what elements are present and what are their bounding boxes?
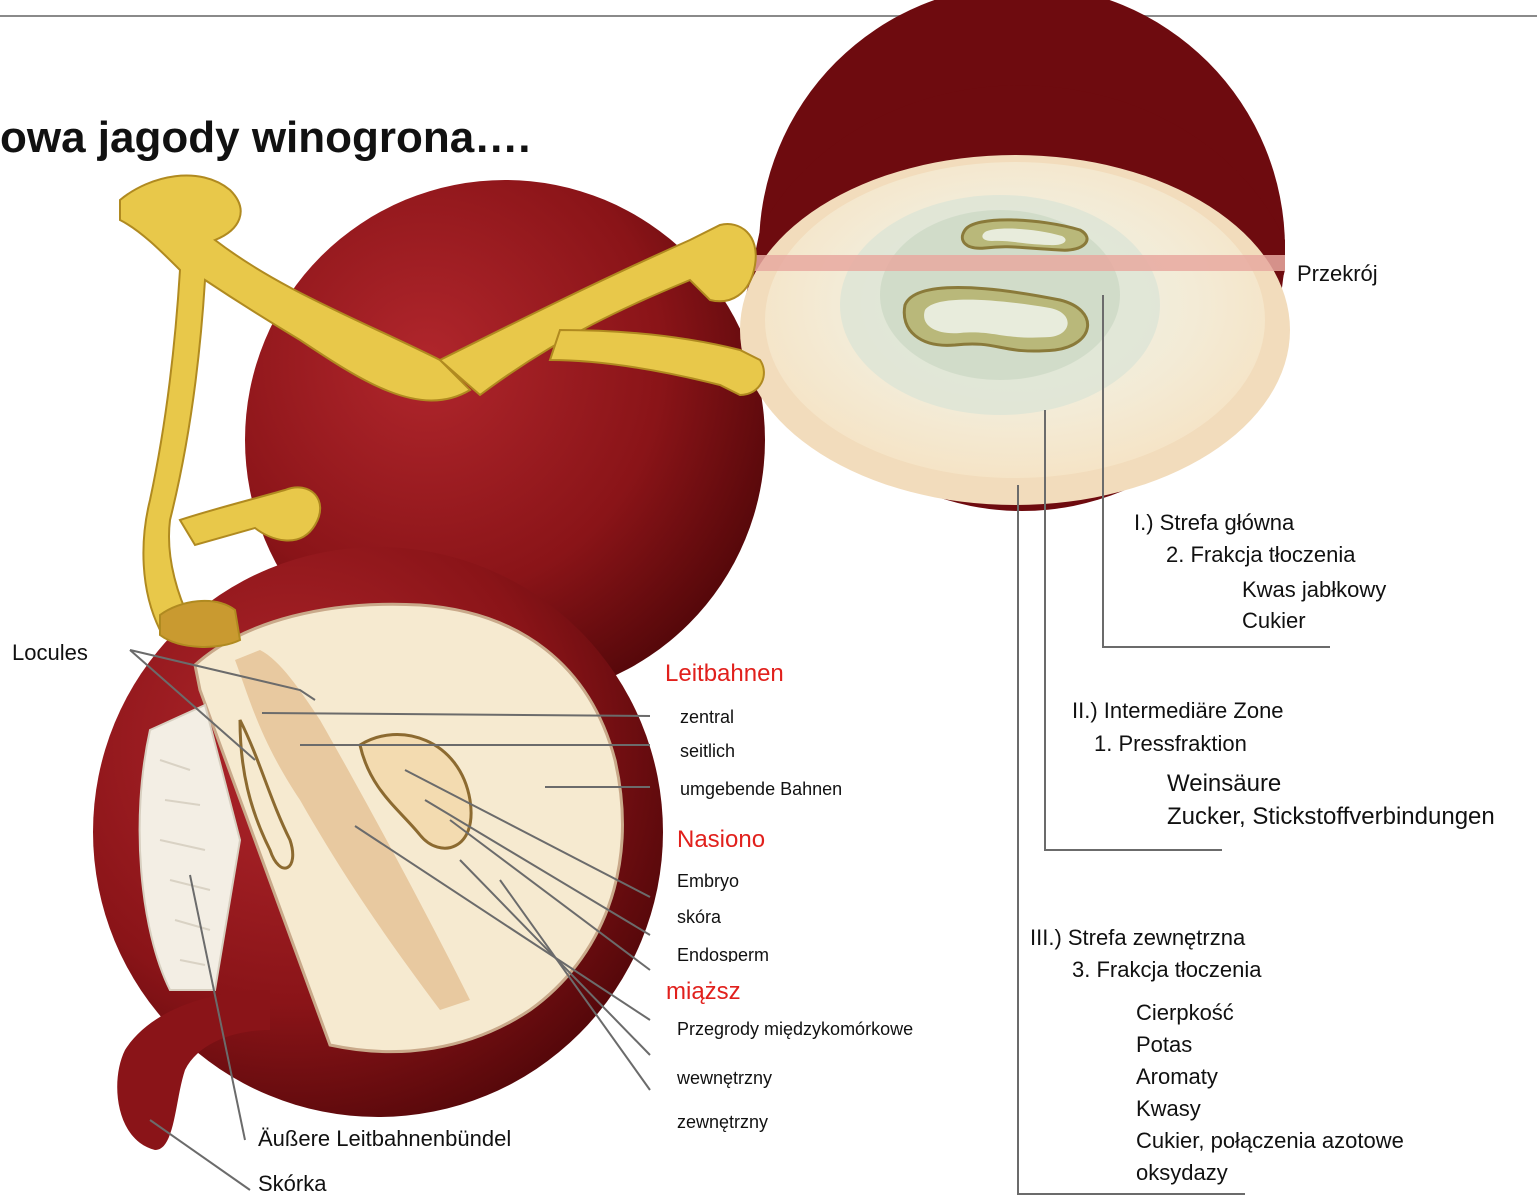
label-locules: Locules <box>12 640 88 665</box>
label-wewnetrzny: wewnętrzny <box>677 1068 772 1089</box>
label-skora: skóra <box>677 907 721 928</box>
zone3-fraction: 3. Frakcja tłoczenia <box>1072 957 1262 982</box>
label-zewnetrzny: zewnętrzny <box>677 1112 768 1133</box>
label-endosperm: Endosperm <box>677 945 769 962</box>
zone3-item: Potas <box>1136 1032 1192 1057</box>
page-title: owa jagody winogrona…. <box>0 113 530 164</box>
zone3-item: Cukier, połączenia azotowe <box>1136 1128 1404 1153</box>
zone1-item: Kwas jabłkowy <box>1242 577 1386 602</box>
zone1-fraction: 2. Frakcja tłoczenia <box>1166 542 1356 567</box>
zone1-item: Cukier <box>1242 608 1306 633</box>
zone3-item: Aromaty <box>1136 1064 1218 1089</box>
zone3-item: oksydazy <box>1136 1160 1228 1185</box>
label-przekroj: Przekrój <box>1297 261 1378 286</box>
label-miazsz: miąższ <box>666 978 741 1006</box>
zone2-item: Weinsäure <box>1167 770 1281 798</box>
zone1-heading: I.) Strefa główna <box>1134 510 1294 535</box>
label-nasiono: Nasiono <box>677 826 765 854</box>
zone2-fraction: 1. Pressfraktion <box>1094 731 1247 756</box>
label-zentral: zentral <box>680 707 734 728</box>
label-przegrody: Przegrody międzykomórkowe <box>677 1019 913 1040</box>
label-seitlich: seitlich <box>680 741 735 762</box>
zone3-item: Cierpkość <box>1136 1000 1234 1025</box>
zone2-heading: II.) Intermediäre Zone <box>1072 698 1284 723</box>
label-leitbahnen: Leitbahnen <box>665 660 784 688</box>
label-embryo: Embryo <box>677 871 739 892</box>
zone3-item: Kwasy <box>1136 1096 1201 1121</box>
label-skorka: Skórka <box>258 1171 326 1196</box>
label-aussere-leitbahnen: Äußere Leitbahnenbündel <box>258 1126 511 1151</box>
label-umgebende: umgebende Bahnen <box>680 779 842 800</box>
section-berry <box>740 0 1290 511</box>
zone3-heading: III.) Strefa zewnętrzna <box>1030 925 1245 950</box>
zone2-item: Zucker, Stickstoffverbindungen <box>1167 803 1495 831</box>
